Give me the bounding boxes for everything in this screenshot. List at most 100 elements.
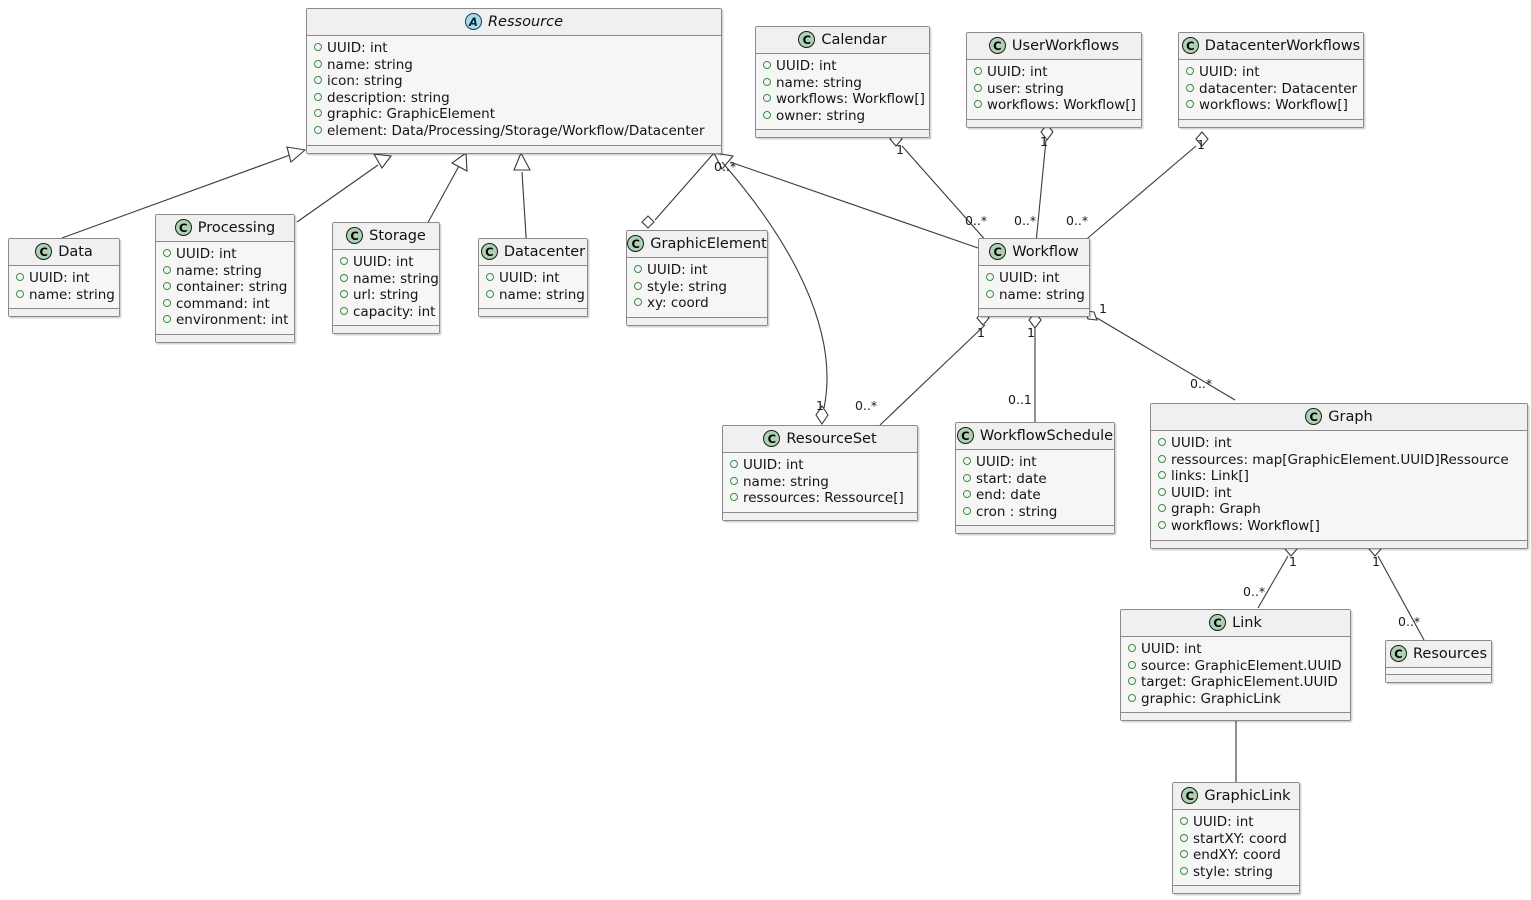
visibility-public-icon bbox=[963, 457, 971, 465]
visibility-public-icon bbox=[163, 249, 171, 257]
attributes-data: UUID: int name: string bbox=[9, 266, 119, 310]
attribute-text: name: string bbox=[353, 270, 439, 287]
multiplicity-calendar-1: 1 bbox=[896, 142, 904, 157]
visibility-public-icon bbox=[16, 273, 24, 281]
attributes-calendar: UUID: int name: string workflows: Workfl… bbox=[756, 54, 929, 131]
multiplicity-resourceset-many: 0..* bbox=[855, 398, 878, 413]
visibility-public-icon bbox=[1128, 644, 1136, 652]
class-header-resources: C Resources bbox=[1386, 641, 1491, 668]
visibility-public-icon bbox=[974, 67, 982, 75]
visibility-public-icon bbox=[1158, 471, 1166, 480]
attribute-row: endXY: coord bbox=[1180, 847, 1292, 864]
attribute-row: name: string bbox=[314, 57, 714, 74]
multiplicity-resources-many: 0..* bbox=[1398, 614, 1421, 629]
class-box-processing[interactable]: C Processing UUID: int name: string cont… bbox=[155, 214, 295, 343]
visibility-public-icon bbox=[1186, 100, 1194, 109]
class-name-data: Data bbox=[58, 243, 93, 260]
class-name-storage: Storage bbox=[369, 227, 426, 244]
edge-datacenterworkflows-to-workflow bbox=[1081, 131, 1209, 244]
attribute-row: UUID: int bbox=[634, 262, 760, 279]
class-name-workflow: Workflow bbox=[1012, 243, 1079, 260]
attributes-workflowschedule: UUID: int start: date end: date cron : s… bbox=[956, 450, 1114, 527]
class-box-datacenterworkflows[interactable]: C DatacenterWorkflows UUID: int datacent… bbox=[1178, 32, 1364, 128]
class-box-graph[interactable]: C Graph UUID: int ressources: map[Graphi… bbox=[1150, 403, 1528, 549]
class-box-workflowschedule[interactable]: C WorkflowSchedule UUID: int start: date… bbox=[955, 422, 1115, 535]
attribute-row: UUID: int bbox=[986, 270, 1082, 287]
visibility-public-icon bbox=[1158, 504, 1166, 513]
visibility-public-icon bbox=[1158, 438, 1166, 446]
visibility-public-icon bbox=[763, 77, 771, 86]
class-name-datacenterworkflows: DatacenterWorkflows bbox=[1204, 37, 1361, 54]
visibility-public-icon bbox=[314, 109, 322, 118]
attribute-row: command: int bbox=[163, 296, 287, 313]
class-box-calendar[interactable]: C Calendar UUID: int name: string workfl… bbox=[755, 26, 930, 139]
class-header-calendar: C Calendar bbox=[756, 27, 929, 54]
attribute-row: graphic: GraphicLink bbox=[1128, 691, 1343, 708]
attribute-row: workflows: Workflow[] bbox=[763, 91, 925, 108]
attribute-row: graphic: GraphicElement bbox=[314, 106, 714, 123]
attribute-row: description: string bbox=[314, 90, 714, 107]
attribute-row: UUID: int bbox=[763, 58, 922, 75]
class-box-workflow[interactable]: C Workflow UUID: int name: string bbox=[978, 238, 1090, 318]
class-box-datacenter[interactable]: C Datacenter UUID: int name: string bbox=[478, 238, 588, 318]
visibility-public-icon bbox=[340, 306, 348, 315]
attribute-text: name: string bbox=[776, 74, 862, 91]
attributes-datacenter: UUID: int name: string bbox=[479, 266, 587, 310]
class-box-resources[interactable]: C Resources bbox=[1385, 640, 1492, 683]
class-icon: C bbox=[1389, 645, 1407, 662]
attributes-graphiclink: UUID: int startXY: coord endXY: coord st… bbox=[1173, 810, 1299, 887]
attribute-row: source: GraphicElement.UUID bbox=[1128, 658, 1343, 675]
attribute-text: startXY: coord bbox=[1193, 830, 1287, 847]
methods-workflowschedule bbox=[956, 526, 1114, 534]
attribute-text: user: string bbox=[987, 80, 1064, 97]
visibility-public-icon bbox=[1128, 693, 1136, 702]
class-box-storage[interactable]: C Storage UUID: int name: string url: st… bbox=[332, 222, 440, 335]
multiplicity-schedule-0-1: 0..1 bbox=[1008, 392, 1032, 407]
class-icon: C bbox=[1209, 614, 1227, 631]
attributes-workflow: UUID: int name: string bbox=[979, 266, 1089, 310]
methods-ressource bbox=[307, 145, 721, 153]
multiplicity-graph-many: 0..* bbox=[1190, 376, 1213, 391]
attribute-text: UUID: int bbox=[999, 270, 1060, 286]
multiplicity-workflow-from-datacenterworkflows: 0..* bbox=[1066, 213, 1089, 228]
class-box-userworkflows[interactable]: C UserWorkflows UUID: int user: string w… bbox=[966, 32, 1142, 128]
attribute-text: name: string bbox=[29, 286, 115, 303]
visibility-public-icon bbox=[486, 273, 494, 281]
attribute-row: element: Data/Processing/Storage/Workflo… bbox=[314, 123, 714, 140]
visibility-public-icon bbox=[1180, 850, 1188, 859]
attribute-text: UUID: int bbox=[1141, 641, 1202, 657]
visibility-public-icon bbox=[340, 273, 348, 282]
class-header-link: C Link bbox=[1121, 610, 1350, 637]
attribute-text: name: string bbox=[327, 56, 413, 73]
visibility-public-icon bbox=[986, 273, 994, 281]
visibility-public-icon bbox=[486, 289, 494, 298]
class-box-resourceset[interactable]: C ResourceSet UUID: int name: string res… bbox=[722, 425, 918, 521]
class-name-resourceset: ResourceSet bbox=[786, 430, 877, 447]
attribute-text: UUID: int bbox=[1193, 814, 1254, 830]
class-box-ressource[interactable]: A Ressource UUID: int name: string icon:… bbox=[306, 8, 722, 154]
class-name-datacenter: Datacenter bbox=[503, 243, 586, 260]
class-box-graphiclink[interactable]: C GraphicLink UUID: int startXY: coord e… bbox=[1172, 782, 1300, 895]
visibility-public-icon bbox=[1128, 677, 1136, 686]
attribute-row: name: string bbox=[730, 474, 910, 491]
class-icon: C bbox=[174, 219, 192, 236]
abstract-class-icon: A bbox=[464, 13, 482, 30]
multiplicity-workflow-schedule-1: 1 bbox=[1027, 325, 1035, 340]
methods-data bbox=[9, 309, 119, 317]
attribute-text: capacity: int bbox=[353, 303, 436, 320]
attribute-row: xy: coord bbox=[634, 295, 760, 312]
visibility-public-icon bbox=[963, 506, 971, 515]
class-box-graphicelement[interactable]: C GraphicElement UUID: int style: string… bbox=[626, 230, 768, 326]
attribute-text: UUID: int bbox=[647, 262, 708, 278]
attributes-datacenterworkflows: UUID: int datacenter: Datacenter workflo… bbox=[1179, 60, 1363, 120]
visibility-public-icon bbox=[986, 289, 994, 298]
attribute-row: user: string bbox=[974, 81, 1134, 98]
multiplicity-ressource-graphicelement: 0..* bbox=[714, 159, 737, 174]
attribute-row: workflows: Workflow[] bbox=[1158, 518, 1520, 535]
class-box-data[interactable]: C Data UUID: int name: string bbox=[8, 238, 120, 318]
class-header-workflow: C Workflow bbox=[979, 239, 1089, 266]
class-box-link[interactable]: C Link UUID: int source: GraphicElement.… bbox=[1120, 609, 1351, 722]
attributes-graphicelement: UUID: int style: string xy: coord bbox=[627, 258, 767, 318]
attribute-row: style: string bbox=[1180, 864, 1292, 881]
attribute-row: UUID: int bbox=[1158, 435, 1520, 452]
